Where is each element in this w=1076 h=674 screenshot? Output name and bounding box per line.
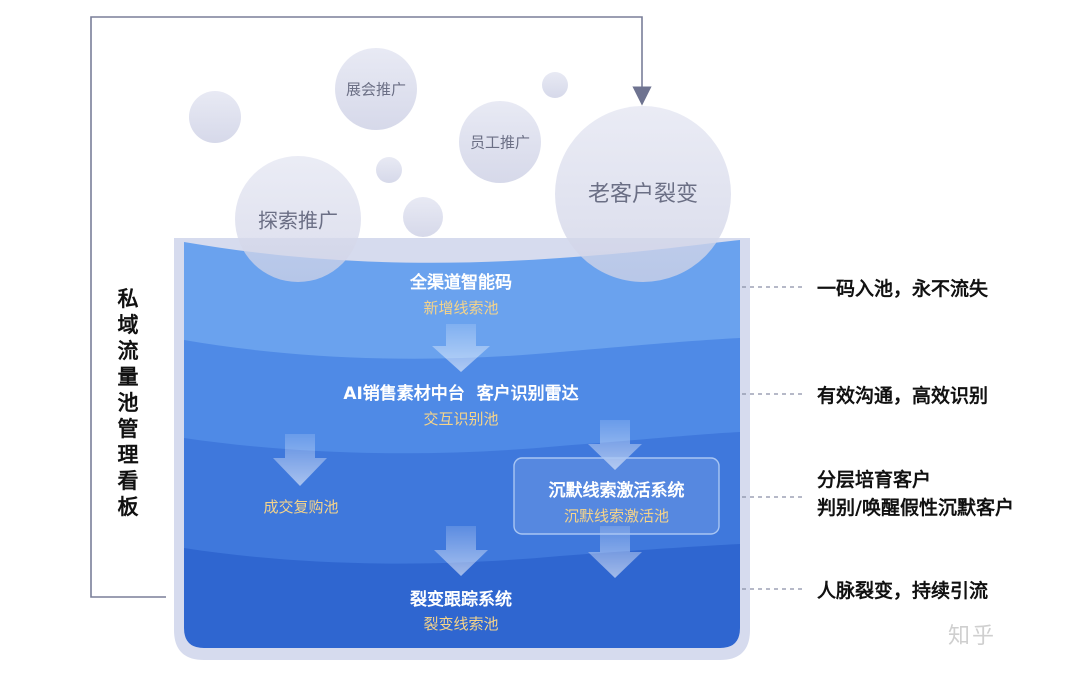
small-bubble-2	[376, 157, 402, 183]
annotation-3-line1: 分层培育客户	[817, 469, 932, 491]
activation-system-title: 沉默线索激活系统	[548, 481, 685, 501]
activation-system-subtitle: 沉默线索激活池	[563, 507, 669, 525]
annotation-2: 有效沟通，高效识别	[817, 385, 989, 407]
side-title-char: 池	[117, 391, 139, 415]
bubble-expo	[335, 48, 417, 130]
small-bubble-1	[189, 91, 241, 143]
watermark: 知乎	[948, 624, 997, 649]
flow-arrow-1	[432, 324, 490, 372]
side-title-char: 板	[117, 495, 139, 519]
layer4-title: 裂变跟踪系统	[410, 590, 512, 610]
bubble-staff	[459, 101, 541, 183]
layer1-title: 全渠道智能码	[410, 273, 512, 293]
bubble-label-referral: 老客户裂变	[587, 182, 699, 207]
side-title-char: 看	[117, 469, 139, 493]
flow-arrow-4	[434, 526, 488, 576]
bubble-label-explore: 探索推广	[258, 208, 338, 233]
layer4-subtitle: 裂变线索池	[423, 615, 499, 633]
layer3-left-subtitle: 成交复购池	[263, 498, 339, 516]
side-title-char: 理	[117, 443, 139, 467]
layer2-subtitle: 交互识别池	[423, 410, 499, 428]
side-title: 私域流量池管理看板	[116, 286, 140, 520]
annotation-4: 人脉裂变，持续引流	[817, 580, 989, 602]
layer1-subtitle: 新增线索池	[423, 299, 499, 317]
bubble-referral	[555, 106, 731, 282]
side-title-char: 域	[117, 313, 139, 337]
side-title-char: 量	[117, 365, 139, 389]
flow-arrow-5	[588, 526, 642, 578]
pool-layer-4	[184, 544, 740, 648]
flow-arrow-2	[273, 434, 327, 486]
side-title-char: 私	[117, 287, 139, 311]
annotation-3-line2: 判别/唤醒假性沉默客户	[817, 497, 1014, 519]
leader-lines	[742, 286, 806, 590]
bubble-label-expo: 展会推广	[345, 80, 407, 99]
small-bubble-4	[542, 72, 568, 98]
annotation-1: 一码入池，永不流失	[817, 278, 989, 300]
feedback-loop-line	[90, 16, 652, 598]
bubble-explore	[235, 156, 361, 282]
side-title-char: 流	[117, 339, 139, 363]
layer2-title: AI销售素材中台 客户识别雷达	[343, 384, 579, 404]
flow-arrows	[273, 324, 642, 578]
side-title-char: 管	[117, 417, 139, 441]
flow-arrow-3	[588, 420, 642, 470]
activation-system-box	[513, 457, 720, 535]
small-bubble-3	[403, 197, 443, 237]
bubble-label-staff: 员工推广	[469, 133, 531, 152]
